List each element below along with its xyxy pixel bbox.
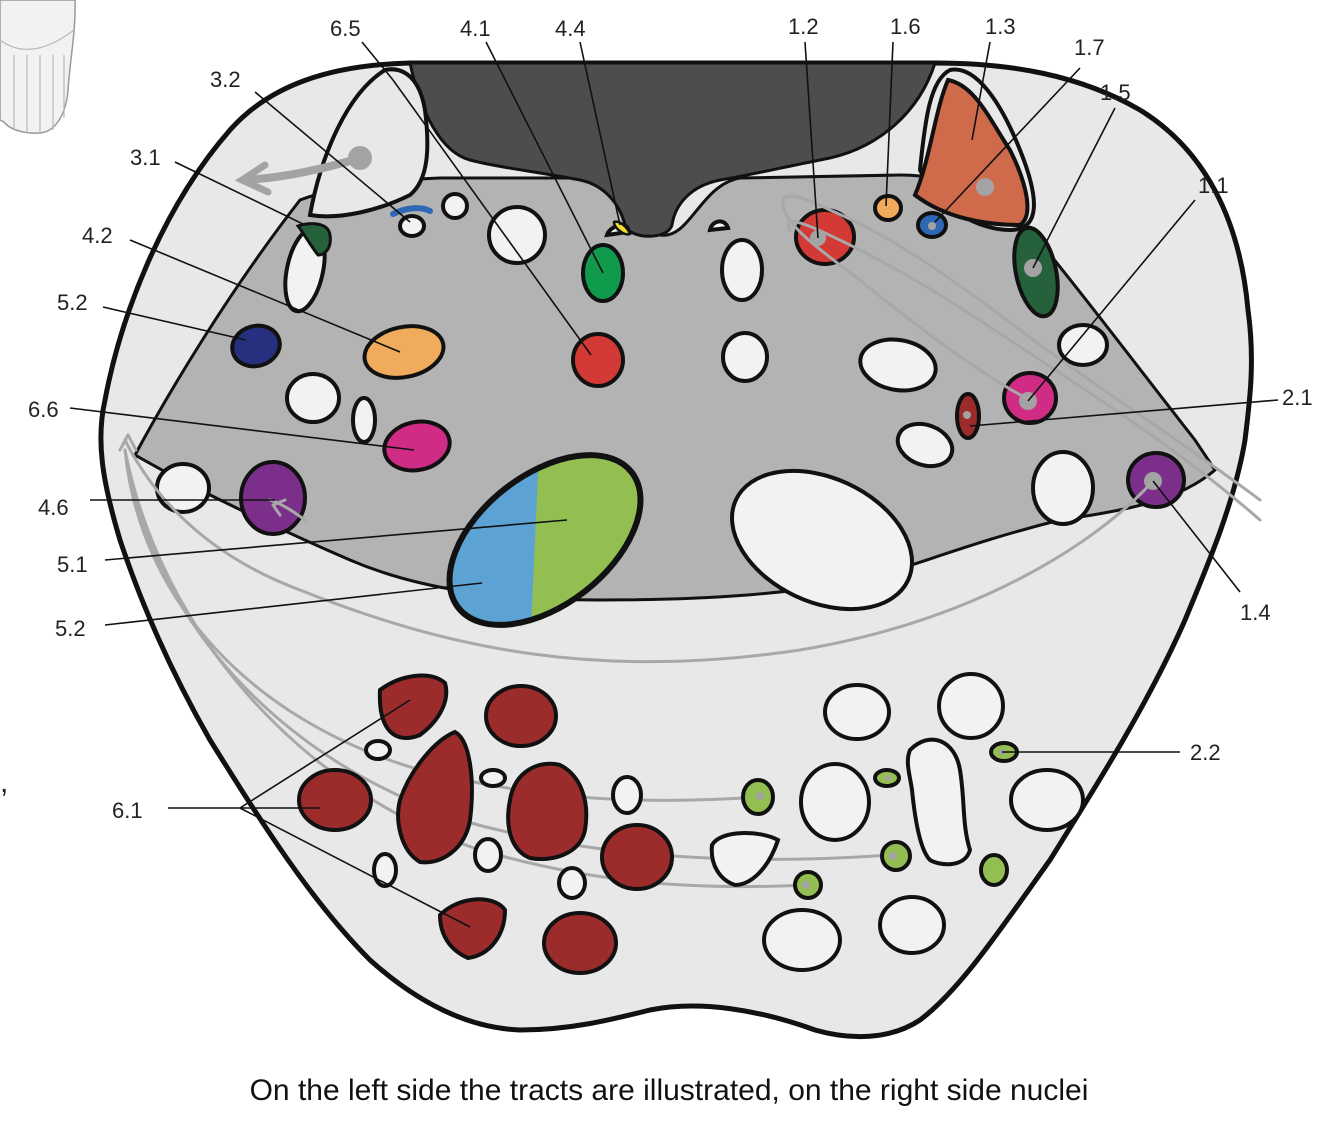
label-5-1: 5.1 — [57, 552, 88, 577]
brainstem-thumbnail-icon — [0, 0, 76, 134]
label-5-2-top: 5.2 — [57, 290, 88, 315]
label-4-4: 4.4 — [555, 16, 586, 41]
left-arrow-head — [234, 161, 272, 196]
leader-lines — [69, 41, 1279, 928]
label-4-6: 4.6 — [38, 495, 69, 520]
fourth-ventricle — [408, 61, 938, 238]
label-2-2: 2.2 — [1190, 740, 1221, 765]
label-4-1: 4.1 — [460, 16, 491, 41]
structure-3-2 — [390, 205, 433, 217]
label-6-5: 6.5 — [330, 16, 361, 41]
label-3-2: 3.2 — [210, 67, 241, 92]
label-1-3: 1.3 — [985, 14, 1016, 39]
figure-caption: On the left side the tracts are illustra… — [249, 1074, 1089, 1107]
label-1-5: 1.5 — [1100, 80, 1131, 105]
label-2-1: 2.1 — [1282, 385, 1313, 410]
structure-1-3 — [912, 77, 1030, 228]
structure-4-2 — [362, 324, 446, 380]
structure-5-2-top — [230, 323, 282, 369]
label-5-2-bottom: 5.2 — [55, 616, 86, 641]
structure-1-6 — [873, 194, 903, 222]
label-1-2: 1.2 — [788, 14, 819, 39]
structure-3-1 — [295, 222, 332, 257]
labels: 6.5 4.1 4.4 1.2 1.6 1.3 1.7 1.5 3.2 3.1 … — [28, 14, 1313, 823]
label-1-6: 1.6 — [890, 14, 921, 39]
label-6-1: 6.1 — [112, 798, 143, 823]
left-peduncle — [307, 67, 430, 219]
label-1-1: 1.1 — [1198, 173, 1229, 198]
label-1-7: 1.7 — [1074, 35, 1105, 60]
label-4-2: 4.2 — [82, 223, 113, 248]
ventral-nuclei — [297, 672, 1085, 975]
label-1-4: 1.4 — [1240, 600, 1271, 625]
label-6-6: 6.6 — [28, 397, 59, 422]
tract-pathways — [118, 194, 1262, 889]
arrow-origin-dot — [348, 146, 372, 170]
structure-6-6 — [382, 419, 452, 473]
structure-4-6 — [239, 460, 307, 536]
white-matter-holes — [155, 192, 1109, 612]
left-arrow-line — [241, 154, 364, 184]
label-3-1: 3.1 — [130, 145, 161, 170]
left-edge-fragment: , — [0, 766, 8, 799]
structure-6-5 — [571, 332, 625, 388]
